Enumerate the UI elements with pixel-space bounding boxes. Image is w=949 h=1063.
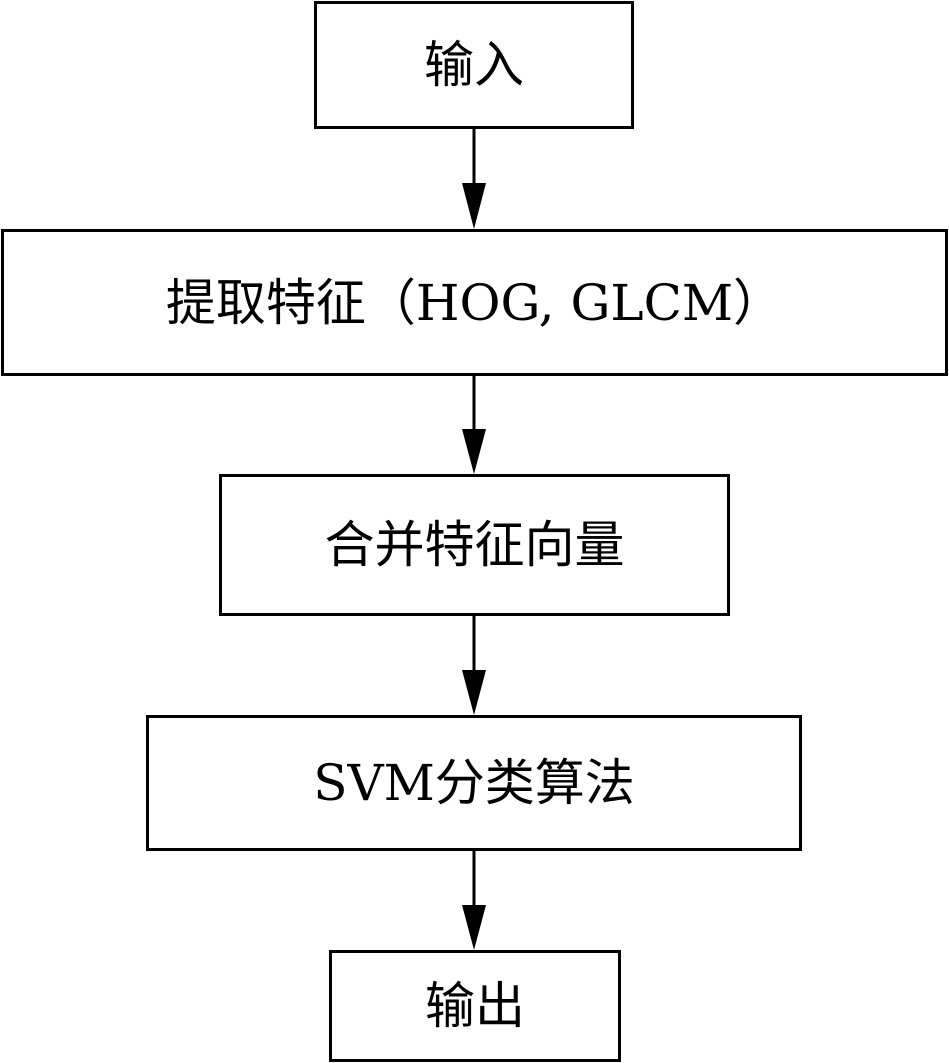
output-node-label: 输出 — [425, 977, 525, 1035]
arrow-extract-to-merge — [462, 376, 486, 474]
arrow-svm-to-output — [462, 851, 486, 950]
merge-feature-vector-node-label: 合并特征向量 — [324, 516, 625, 574]
input-node: 输入 — [314, 1, 634, 129]
extract-features-node: 提取特征（HOG, GLCM） — [1, 229, 948, 376]
svm-classification-node: SVM分类算法 — [146, 715, 802, 851]
arrow-merge-to-svm — [462, 616, 486, 715]
arrow-input-to-extract — [462, 129, 486, 229]
svm-classification-node-label: SVM分类算法 — [313, 754, 635, 812]
merge-feature-vector-node: 合并特征向量 — [219, 474, 730, 616]
extract-features-node-label: 提取特征（HOG, GLCM） — [165, 273, 784, 332]
input-node-label: 输入 — [424, 36, 524, 94]
output-node: 输出 — [329, 950, 621, 1062]
